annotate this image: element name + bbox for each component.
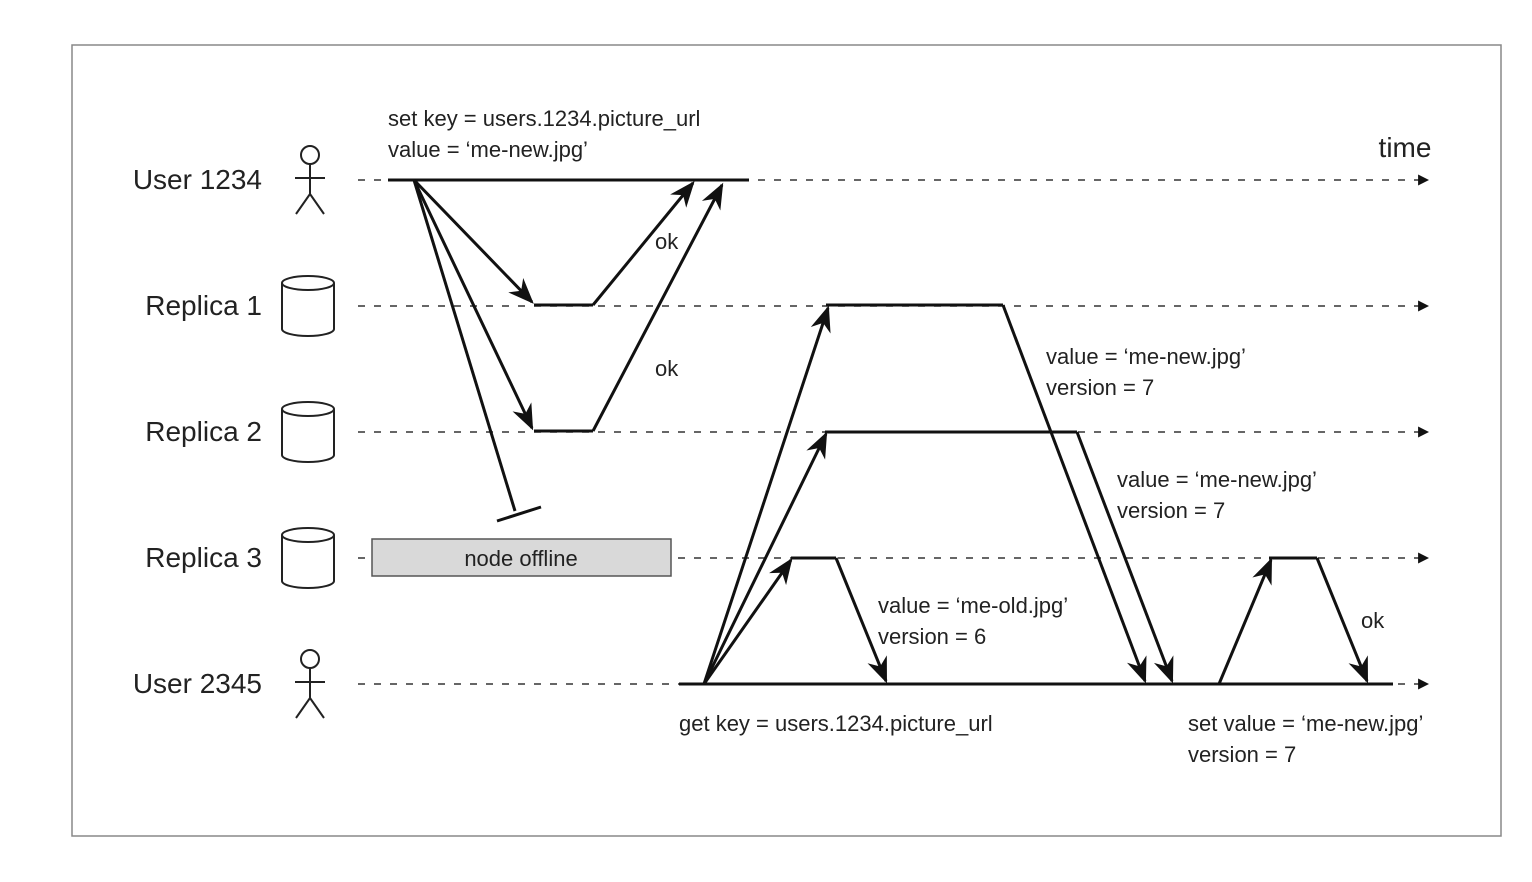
database-icon xyxy=(281,527,335,589)
row-label-user-1234: User 1234 xyxy=(133,164,262,195)
user-icon xyxy=(295,649,325,719)
read-arrow-replica-3 xyxy=(702,557,793,685)
read-response-replica-3 xyxy=(834,557,888,684)
read-arrow-replica-1 xyxy=(702,305,831,685)
write-request-line2: value = ‘me-new.jpg’ xyxy=(388,137,588,162)
row-label-replica-1: Replica 1 xyxy=(145,290,262,321)
row-label-user-2345: User 2345 xyxy=(133,668,262,699)
ack-label-replica-2: ok xyxy=(655,356,679,381)
database-icon xyxy=(281,275,335,337)
database-icon xyxy=(281,401,335,463)
ack-arrow-replica-1 xyxy=(591,180,695,306)
diagram-frame xyxy=(71,44,1502,837)
read-response-replica-2 xyxy=(1075,431,1174,684)
response-replica-3-version: version = 6 xyxy=(878,624,986,649)
read-repair-ack-label: ok xyxy=(1361,608,1385,633)
row-label-replica-3: Replica 3 xyxy=(145,542,262,573)
lost-message-x-mark xyxy=(496,505,542,523)
response-replica-1-value: value = ‘me-new.jpg’ xyxy=(1046,344,1246,369)
read-response-replica-1 xyxy=(1001,304,1147,684)
read-repair-version: version = 7 xyxy=(1188,742,1296,767)
response-replica-2-value: value = ‘me-new.jpg’ xyxy=(1117,467,1317,492)
write-arrow-replica-3-lost xyxy=(412,179,517,512)
write-request-line1: set key = users.1234.picture_url xyxy=(388,106,700,131)
ack-arrow-replica-2 xyxy=(591,182,724,432)
ack-label-replica-1: ok xyxy=(655,229,679,254)
offline-box xyxy=(371,538,672,577)
response-replica-1-version: version = 7 xyxy=(1046,375,1154,400)
write-arrow-replica-1 xyxy=(412,178,534,304)
response-replica-2-version: version = 7 xyxy=(1117,498,1225,523)
read-repair-value: set value = ‘me-new.jpg’ xyxy=(1188,711,1423,736)
user-icon xyxy=(295,145,325,215)
time-axis-label: time xyxy=(1379,132,1432,163)
read-repair-arrow xyxy=(1217,557,1273,685)
read-arrow-replica-2 xyxy=(702,431,828,685)
response-replica-3-value: value = ‘me-old.jpg’ xyxy=(878,593,1068,618)
read-request-label: get key = users.1234.picture_url xyxy=(679,711,993,736)
offline-label: node offline xyxy=(464,546,577,571)
read-repair-ack-arrow xyxy=(1315,557,1369,684)
row-label-replica-2: Replica 2 xyxy=(145,416,262,447)
write-arrow-replica-2 xyxy=(412,179,534,431)
